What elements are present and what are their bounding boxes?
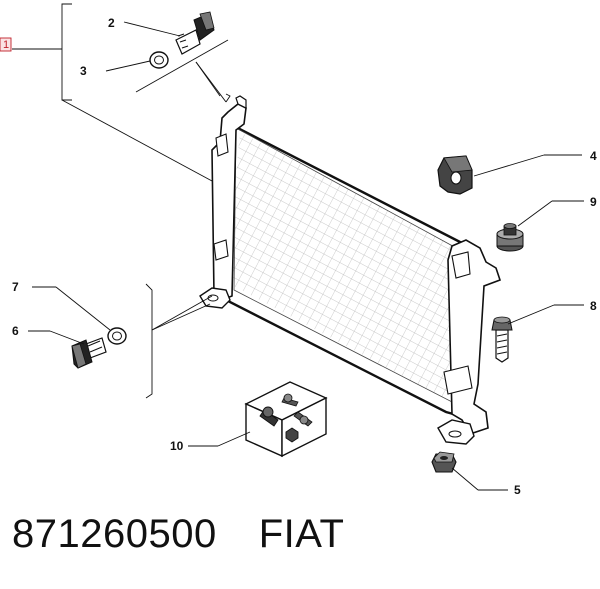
callout-2[interactable]: 2: [108, 16, 115, 30]
part-6-plug[interactable]: [71, 337, 107, 369]
callout-9[interactable]: 9: [590, 195, 597, 209]
part-4-rubber-mount[interactable]: [437, 155, 473, 195]
callout-10[interactable]: 10: [170, 439, 184, 453]
part-9-top-mount[interactable]: [496, 223, 524, 252]
bracket-callout-1: [12, 3, 226, 189]
footer-caption: 871260500 FIAT: [12, 512, 344, 557]
part-10-kit-box[interactable]: [244, 381, 328, 458]
callout-3[interactable]: 3: [80, 64, 87, 78]
part-5-nut[interactable]: [431, 451, 457, 473]
pointer-lines-2-3: [135, 39, 231, 103]
part-8-bolt[interactable]: [491, 316, 513, 363]
callout-8[interactable]: 8: [590, 299, 597, 313]
part-7-washer[interactable]: [107, 327, 127, 345]
callout-1-label: 1: [3, 39, 9, 51]
part-2-drain-plug[interactable]: [175, 11, 215, 55]
callout-5[interactable]: 5: [514, 483, 521, 497]
callout-6[interactable]: 6: [12, 324, 19, 338]
part-number: 871260500: [12, 512, 217, 556]
callout-4[interactable]: 4: [590, 149, 597, 163]
brand-name: FIAT: [258, 512, 345, 556]
callout-7[interactable]: 7: [12, 280, 19, 294]
part-3-washer[interactable]: [149, 51, 169, 69]
radiator-core: [226, 132, 462, 400]
radiator[interactable]: [199, 95, 502, 445]
pointer-lines-6-7: [145, 283, 213, 399]
callout-leaders: [28, 21, 584, 491]
callout-1[interactable]: 1: [0, 37, 12, 52]
